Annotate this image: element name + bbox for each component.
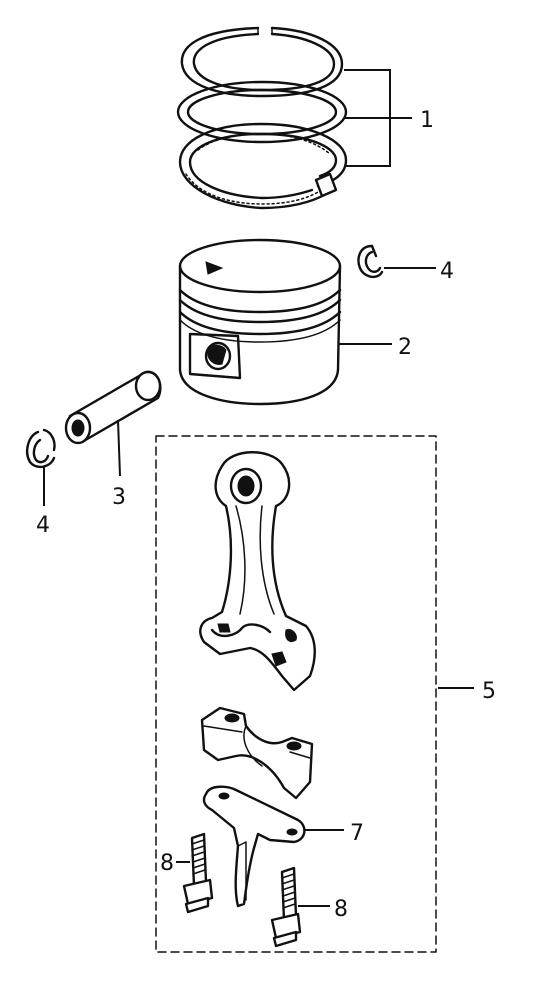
callout-3: 3	[112, 485, 126, 510]
connecting-rod-assembly: 5 7	[155, 435, 496, 953]
callout-5: 5	[482, 679, 496, 704]
connecting-rod-cap	[200, 706, 314, 800]
callout-7: 7	[350, 821, 364, 846]
piston-rings: 1	[176, 26, 434, 210]
callout-4-left: 4	[36, 513, 50, 538]
callout-1: 1	[420, 108, 434, 133]
oil-dipper: 7	[202, 785, 364, 908]
rod-bolt-left: 8	[160, 832, 214, 914]
oil-control-ring	[178, 122, 348, 210]
piston-pin: 3	[64, 370, 162, 510]
top-compression-ring	[180, 26, 344, 98]
callout-2: 2	[398, 335, 412, 360]
connecting-rod	[199, 451, 316, 692]
callout-4-right: 4	[440, 259, 454, 284]
callout-8-right: 8	[334, 897, 348, 922]
piston: 2	[178, 238, 412, 406]
piston-pin-clip-right: 4	[357, 244, 454, 284]
rod-bolt-right: 8	[270, 866, 348, 948]
piston-pin-clip-left: 4	[26, 428, 56, 538]
callout-8-left: 8	[160, 851, 174, 876]
